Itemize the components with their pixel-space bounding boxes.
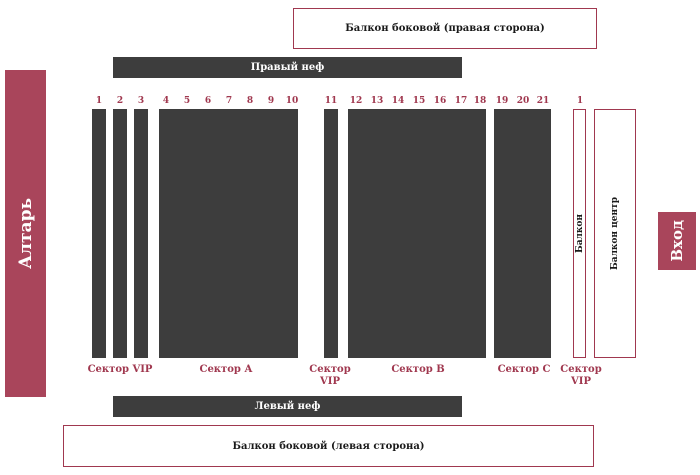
sector-a-label: Сектор А xyxy=(199,364,253,375)
row-2-vip[interactable] xyxy=(113,109,127,358)
row-number: 7 xyxy=(225,96,233,106)
balcony-right-side[interactable]: Балкон боковой (правая сторона) xyxy=(293,8,597,49)
nave-left-label: Левый неф xyxy=(254,401,321,412)
sector-c-block[interactable] xyxy=(494,109,551,358)
row-number: 10 xyxy=(285,96,299,106)
row-number: 15 xyxy=(412,96,426,106)
nave-right[interactable]: Правый неф xyxy=(113,57,462,78)
row-number: 1 xyxy=(95,96,103,106)
balcony-left-side-label: Балкон боковой (левая сторона) xyxy=(232,440,425,452)
row-number: 20 xyxy=(516,96,530,106)
row-11-vip[interactable] xyxy=(324,109,338,358)
nave-right-label: Правый неф xyxy=(250,62,325,73)
row-number: 21 xyxy=(536,96,550,106)
row-number: 1 xyxy=(576,96,584,106)
row-number: 8 xyxy=(246,96,254,106)
altar: Алтарь xyxy=(5,70,46,397)
row-number: 4 xyxy=(162,96,170,106)
balcony-right-side-label: Балкон боковой (правая сторона) xyxy=(345,23,545,34)
balcony-vip[interactable]: Балкон xyxy=(573,109,586,358)
nave-left[interactable]: Левый неф xyxy=(113,396,462,417)
row-number: 19 xyxy=(495,96,509,106)
balcony-center-label: Балкон центр xyxy=(610,197,620,270)
balcony-left-side[interactable]: Балкон боковой (левая сторона) xyxy=(63,425,594,467)
balcony-vip-label: Балкон xyxy=(574,214,585,253)
sector-b-block[interactable] xyxy=(348,109,486,358)
entrance: Вход xyxy=(658,212,696,270)
sector-c-label: Сектор С xyxy=(497,364,551,375)
row-number: 13 xyxy=(370,96,384,106)
sector-vip-left-label: Сектор VIP xyxy=(87,364,153,375)
sector-vip-mid-label: Сектор VIP xyxy=(309,364,351,387)
row-number: 17 xyxy=(454,96,468,106)
altar-label: Алтарь xyxy=(15,198,36,269)
sector-b-label: Сектор B xyxy=(391,364,445,375)
sector-a-block[interactable] xyxy=(159,109,298,358)
row-number: 12 xyxy=(349,96,363,106)
row-number: 2 xyxy=(116,96,124,106)
row-number: 3 xyxy=(137,96,145,106)
row-number: 6 xyxy=(204,96,212,106)
row-number: 14 xyxy=(391,96,405,106)
row-1-vip[interactable] xyxy=(92,109,106,358)
row-number: 11 xyxy=(324,96,338,106)
row-3-vip[interactable] xyxy=(134,109,148,358)
balcony-center[interactable]: Балкон центр xyxy=(594,109,636,358)
row-number: 16 xyxy=(433,96,447,106)
sector-vip-right-label: Сектор VIP xyxy=(560,364,602,387)
row-number: 9 xyxy=(267,96,275,106)
row-number: 18 xyxy=(473,96,487,106)
row-number: 5 xyxy=(183,96,191,106)
entrance-label: Вход xyxy=(668,220,686,262)
